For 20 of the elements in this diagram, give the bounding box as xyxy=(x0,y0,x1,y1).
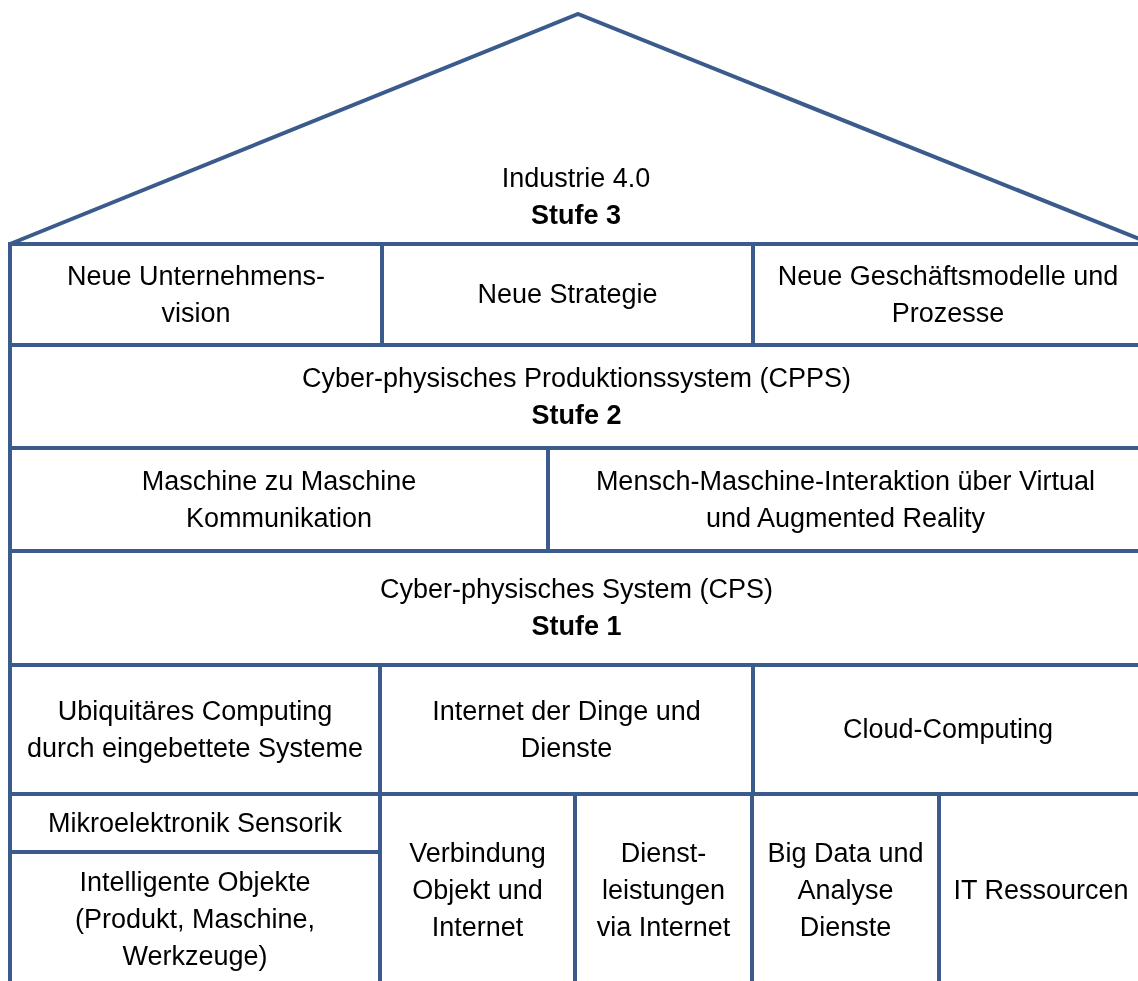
block-label: Neue Strategie xyxy=(477,278,658,311)
block-label: Ubiquitäres Computing durch eingebettete Systeme xyxy=(25,694,365,765)
block-label: Neue Unternehmens- vision xyxy=(65,259,327,330)
block-label: Big Data und Analyse Dienste xyxy=(766,836,925,944)
block-label: Cyber-physisches Produktionssystem (CPPS) xyxy=(301,361,852,395)
block-label: Neue Geschäftsmodelle und Prozesse xyxy=(776,259,1120,330)
block-label: Internet der Dinge und Dienste xyxy=(431,694,702,765)
block-label: Mikroelektronik Sensorik xyxy=(47,806,343,840)
stage-heading: Stufe 2 xyxy=(531,398,622,432)
block-label: Mensch-Maschine-Interaktion über Virtual und Augmented Reality xyxy=(594,464,1097,535)
stage-heading: Stufe 1 xyxy=(531,610,622,643)
block-label: Maschine zu Maschine Kommunikation xyxy=(140,464,418,535)
block-label: IT Ressourcen xyxy=(953,873,1129,907)
block-label: Dienst- leistungen via Internet xyxy=(595,836,732,944)
block-label: Verbindung Objekt und Internet xyxy=(408,836,547,944)
block-label: Industrie 4.0 xyxy=(501,162,651,195)
block-label: Cloud-Computing xyxy=(842,713,1054,746)
block-label: Cyber-physisches System (CPS) xyxy=(379,573,774,606)
block-label: Intelligente Objekte (Produkt, Maschine, Werkzeuge) xyxy=(73,865,317,973)
stage-heading: Stufe 3 xyxy=(531,199,621,232)
